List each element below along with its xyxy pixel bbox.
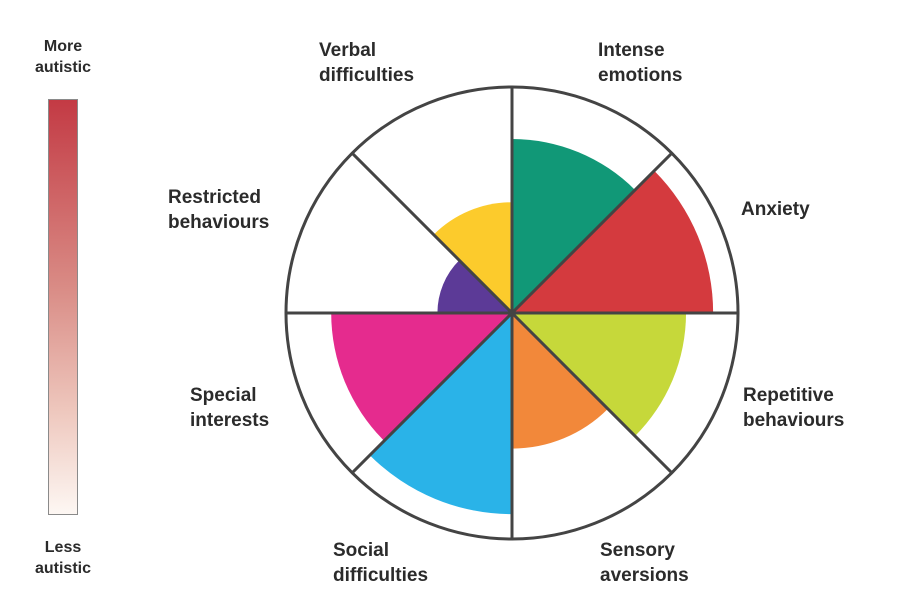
label-line: Verbal (319, 40, 376, 61)
label-line: aversions (600, 565, 689, 586)
sector-restricted-behaviours (437, 260, 512, 313)
label-line: Restricted (168, 187, 261, 208)
label-line: Anxiety (741, 199, 810, 220)
label-line: Special (190, 385, 257, 406)
label-line: Social (333, 540, 389, 561)
label-line: Intense (598, 40, 665, 61)
wheel-outline (284, 85, 740, 541)
label-line: difficulties (333, 565, 428, 586)
divider-line (351, 311, 514, 474)
label-special-interests: Special interests (190, 385, 269, 431)
label-intense-emotions: Intense emotions (598, 40, 682, 86)
scale-top-label: More autistic (34, 38, 91, 76)
label-restricted-behaviours: Restricted behaviours (168, 187, 269, 233)
label-line: interests (190, 410, 269, 431)
divider-line (510, 311, 673, 474)
sector-repetitive-behaviours (512, 313, 687, 437)
divider-line (351, 152, 514, 315)
sector-verbal-difficulties (433, 202, 512, 313)
sector-special-interests (331, 313, 512, 441)
label-line: emotions (598, 65, 682, 86)
label-repetitive-behaviours: Repetitive behaviours (743, 385, 844, 431)
sector-sensory-aversions (512, 313, 608, 449)
sector-intense-emotions (512, 138, 636, 313)
trait-sectors (331, 138, 714, 515)
label-verbal-difficulties: Verbal difficulties (319, 40, 414, 86)
label-line: Sensory (600, 540, 675, 561)
label-line: behaviours (743, 410, 844, 431)
trait-labels: Intense emotions Anxiety Repetitive behavi… (168, 40, 844, 586)
scale-bottom-label: Less autistic (34, 539, 91, 577)
label-line: difficulties (319, 65, 414, 86)
label-anxiety: Anxiety (741, 199, 810, 220)
sector-social-difficulties (369, 313, 512, 515)
label-social-difficulties: Social difficulties (333, 540, 428, 586)
sector-anxiety (512, 170, 714, 313)
label-sensory-aversions: Sensory aversions (600, 540, 689, 586)
label-line: Repetitive (743, 385, 834, 406)
autism-scale-bar (48, 99, 78, 515)
divider-line (510, 152, 673, 315)
label-line: behaviours (168, 212, 269, 233)
